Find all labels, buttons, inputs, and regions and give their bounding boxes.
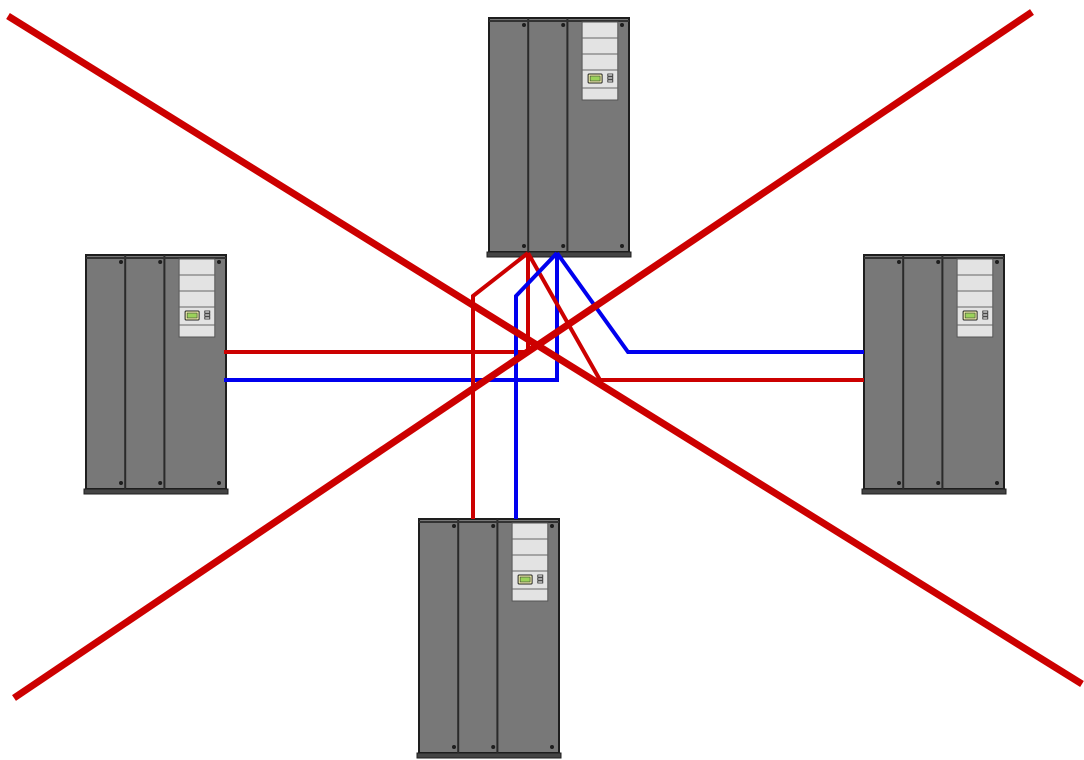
blue-cable-top-right xyxy=(555,251,864,354)
cabinet-left xyxy=(83,254,229,495)
bolt xyxy=(491,524,496,528)
cabinet-base xyxy=(83,488,229,495)
bolt xyxy=(158,260,163,264)
cabinet-layer xyxy=(83,17,1007,759)
bolt xyxy=(620,244,624,248)
bolt xyxy=(491,745,496,749)
bolt xyxy=(936,481,941,485)
cabinet-base xyxy=(861,488,1007,495)
bolt xyxy=(550,745,554,749)
red-cable-top-bottom xyxy=(471,251,530,519)
cable-layer xyxy=(224,251,864,519)
bolt xyxy=(217,260,221,264)
cross-stroke-1 xyxy=(6,13,1084,687)
cabinet-right xyxy=(861,254,1007,495)
bolt xyxy=(452,524,456,528)
bolt xyxy=(561,23,566,27)
display-screen-icon xyxy=(517,574,544,585)
display-screen-icon xyxy=(962,310,989,321)
bolt xyxy=(522,244,526,248)
bolt xyxy=(995,481,999,485)
red-cable-top-right xyxy=(526,252,864,382)
display-screen-icon xyxy=(184,310,211,321)
bolt xyxy=(936,260,941,264)
cross-stroke-2 xyxy=(12,9,1034,701)
cross-layer xyxy=(6,9,1084,701)
control-panel xyxy=(511,522,549,602)
cabinet-top xyxy=(486,17,632,258)
bolt xyxy=(995,260,999,264)
blue-cable-top-bottom xyxy=(514,251,559,519)
blue-cable-top-left xyxy=(224,253,559,382)
cabinet-bottom xyxy=(416,518,562,759)
cross-mark-icon xyxy=(6,9,1084,701)
control-panel xyxy=(178,258,216,338)
bolt xyxy=(897,260,901,264)
bolt xyxy=(158,481,163,485)
bolt xyxy=(452,745,456,749)
bolt xyxy=(522,23,526,27)
display-screen-icon xyxy=(587,73,614,84)
control-panel xyxy=(581,21,619,101)
cabinet-base xyxy=(416,752,562,759)
bolt xyxy=(119,260,123,264)
bolt xyxy=(897,481,901,485)
bolt xyxy=(620,23,624,27)
control-panel xyxy=(956,258,994,338)
red-cable-top-left xyxy=(224,253,530,354)
bolt xyxy=(119,481,123,485)
bolt xyxy=(550,524,554,528)
bolt xyxy=(561,244,566,248)
bolt xyxy=(217,481,221,485)
